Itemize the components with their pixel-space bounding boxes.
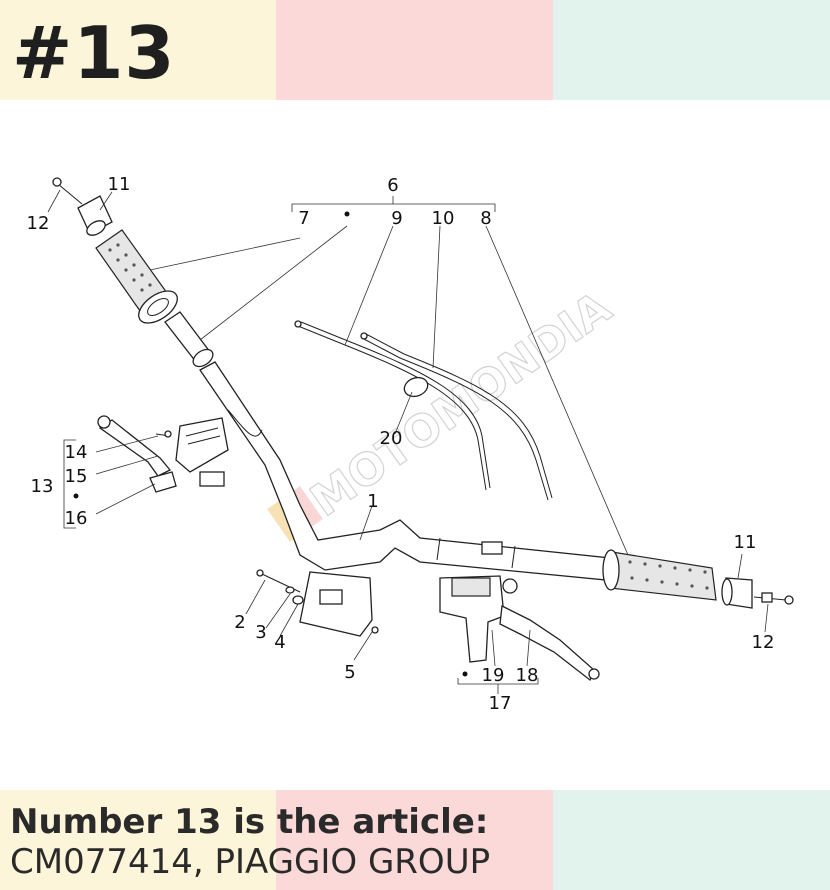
footer-band-pink (276, 790, 553, 890)
footer-band-yellow (0, 790, 276, 890)
caption-article: CM077414, PIAGGIO GROUP (10, 842, 491, 882)
header-band-green (553, 0, 830, 100)
callout-18: 18 (516, 665, 539, 686)
header-band-yellow (0, 0, 276, 100)
right-bar-end (721, 577, 794, 609)
callout-14: 14 (65, 442, 88, 463)
watermark: MOTOMONDIA (267, 282, 621, 542)
callout-labels: 6 7 9 10 8 11 12 14 15 13 16 20 1 2 3 4 … (27, 174, 775, 714)
watermark-text: MOTOMONDIA (302, 282, 621, 527)
callout-4: 4 (274, 632, 285, 653)
callout-6: 6 (387, 175, 398, 196)
callout-3: 3 (255, 622, 266, 643)
inner-grip-sleeve (164, 311, 214, 368)
callout-12-left: 12 (27, 213, 50, 234)
callout-12-right: 12 (752, 632, 775, 653)
callout-5: 5 (344, 662, 355, 683)
reference-dots (73, 211, 468, 677)
header-band-pink (276, 0, 553, 100)
footer-band-green (553, 790, 830, 890)
brake-master-cylinder (439, 575, 600, 682)
callout-13: 13 (31, 476, 54, 497)
handlebar-exploded-diagram: MOTOMONDIA (27, 174, 794, 714)
callout-19: 19 (482, 665, 505, 686)
callout-9: 9 (391, 208, 402, 229)
callout-1: 1 (367, 491, 378, 512)
callout-8: 8 (480, 208, 491, 229)
callout-15: 15 (65, 466, 88, 487)
handlebar-clamp (256, 569, 379, 637)
leader-lines (47, 189, 769, 694)
callout-10: 10 (432, 208, 455, 229)
left-bar-end (52, 177, 113, 236)
callout-16: 16 (65, 508, 88, 529)
right-grip (602, 549, 717, 601)
callout-17: 17 (489, 693, 512, 714)
callout-11-right: 11 (734, 532, 757, 553)
callout-2: 2 (234, 612, 245, 633)
callout-20: 20 (380, 428, 403, 449)
callout-7: 7 (298, 208, 309, 229)
caption-heading: Number 13 is the article: (10, 802, 489, 842)
left-grip (95, 229, 178, 324)
callout-11-left: 11 (108, 174, 131, 195)
cables (294, 320, 553, 501)
page-number: #13 (12, 11, 176, 95)
left-lever-assembly (97, 415, 229, 493)
